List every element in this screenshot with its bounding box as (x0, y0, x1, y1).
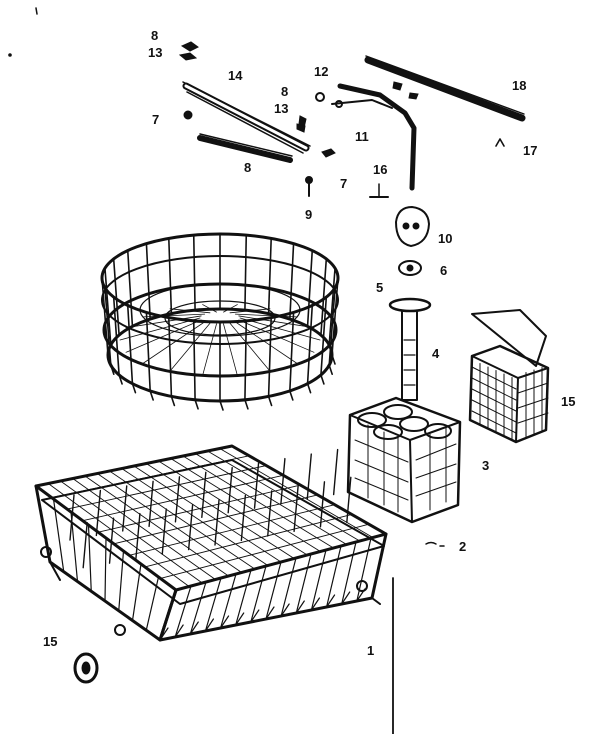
spray-nozzle-parts (395, 206, 430, 276)
silverware-basket (346, 396, 462, 524)
callout-4: 4 (432, 346, 440, 361)
callout-16: 16 (373, 162, 387, 177)
callout-18: 18 (512, 78, 526, 93)
callout-14: 14 (228, 68, 243, 83)
callout-1: 1 (367, 643, 374, 658)
rack-track-assembly (178, 41, 336, 197)
lower-dish-rack (34, 444, 388, 642)
callout-5: 5 (376, 280, 383, 295)
callout-17: 17 (523, 143, 537, 158)
callout-13-mid: 13 (274, 101, 288, 116)
callout-15-left: 15 (43, 634, 57, 649)
callout-7-left: 7 (152, 112, 159, 127)
reference-lines (392, 541, 445, 734)
callout-labels: 8 13 14 7 8 13 8 7 9 12 11 16 18 17 10 6… (43, 28, 575, 658)
callout-6: 6 (440, 263, 447, 278)
callout-3: 3 (482, 458, 489, 473)
small-item-basket (468, 309, 550, 444)
callout-7-mid: 7 (340, 176, 347, 191)
callout-13-top: 13 (148, 45, 162, 60)
upper-wire-basket (100, 232, 340, 411)
callout-8-top: 8 (151, 28, 158, 43)
scan-marks (8, 7, 38, 57)
callout-12: 12 (314, 64, 328, 79)
callout-8-mid: 8 (281, 84, 288, 99)
spray-arm-assembly (315, 55, 526, 198)
callout-10: 10 (438, 231, 452, 246)
callout-8-low: 8 (244, 160, 251, 175)
rack-roller (73, 652, 99, 684)
callout-2: 2 (459, 539, 466, 554)
callout-15-right: 15 (561, 394, 575, 409)
callout-11: 11 (355, 129, 369, 144)
callout-9: 9 (305, 207, 312, 222)
wash-tube (388, 297, 432, 401)
